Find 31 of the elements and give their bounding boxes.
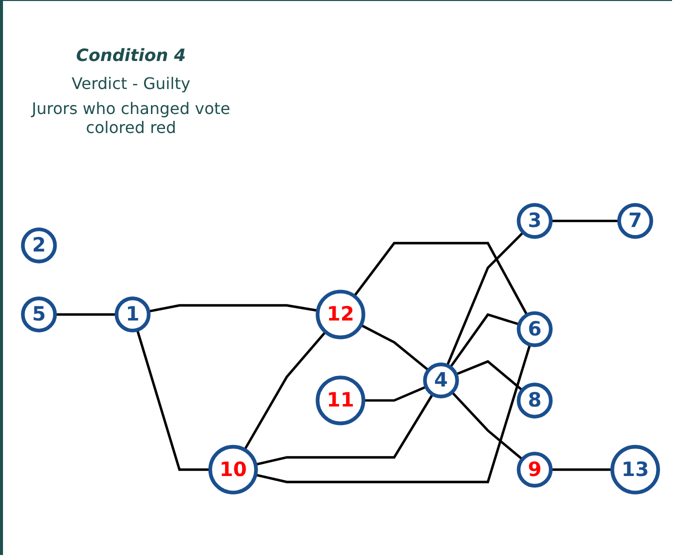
note-text: Jurors who changed vote colored red: [31, 99, 231, 137]
node-circle: 8: [516, 382, 553, 418]
connector: [353, 242, 528, 316]
connector: [244, 330, 326, 450]
connector: [455, 360, 524, 391]
note-text: Verdict - Guilty: [70, 74, 192, 93]
connector: [451, 391, 524, 460]
node-circle: 10: [208, 444, 258, 494]
connector: [550, 219, 620, 222]
connector: [148, 304, 318, 312]
node-circle: 6: [516, 311, 553, 347]
node-circle: 7: [617, 202, 654, 239]
connector: [550, 468, 612, 471]
node-circle: 11: [316, 375, 366, 425]
connector: [363, 385, 427, 402]
node-circle: 12: [316, 289, 366, 340]
diagram-title: Condition 4: [76, 46, 186, 66]
connector: [136, 329, 210, 471]
connector: [55, 313, 117, 316]
connector: [255, 393, 434, 466]
connector: [449, 312, 520, 368]
node-circle: 1: [114, 296, 151, 332]
node-circle: 3: [516, 202, 553, 239]
node-circle: 13: [610, 444, 660, 494]
node-circle: 2: [21, 227, 57, 264]
connector: [255, 344, 532, 483]
node-circle: 9: [516, 452, 553, 488]
node-circle: 4: [423, 362, 459, 398]
connector: [446, 231, 524, 366]
connector: [360, 324, 430, 372]
node-circle: 5: [21, 296, 57, 332]
